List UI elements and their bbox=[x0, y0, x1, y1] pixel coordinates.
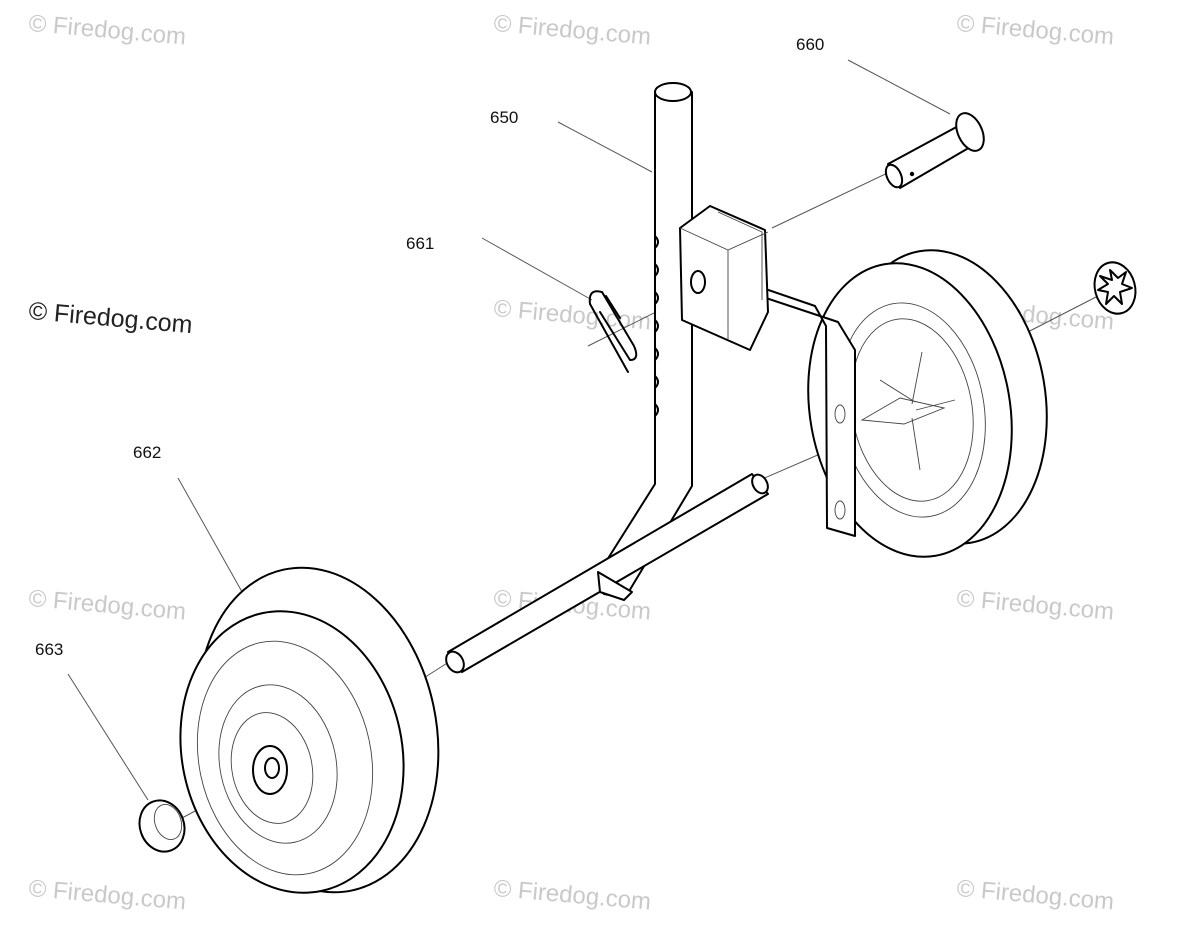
hair-pin-clip bbox=[588, 290, 638, 373]
clevis-pin bbox=[884, 112, 985, 189]
left-wheel bbox=[179, 566, 440, 894]
leader-662 bbox=[177, 477, 251, 607]
axis-line-cap-right bbox=[1019, 295, 1099, 337]
leader-661 bbox=[481, 237, 593, 301]
callout-660: 660 bbox=[796, 35, 825, 54]
right-hub-cap bbox=[1093, 261, 1137, 315]
leader-660 bbox=[847, 59, 951, 115]
callout-650: 650 bbox=[490, 108, 519, 127]
left-hub-cap bbox=[138, 799, 186, 853]
axis-line-axle-right bbox=[759, 453, 821, 481]
axle-bar bbox=[445, 473, 769, 674]
leader-650 bbox=[557, 121, 653, 173]
callout-663: 663 bbox=[35, 640, 64, 659]
axis-line-pin bbox=[771, 167, 899, 229]
mounting-bracket bbox=[679, 205, 769, 351]
callout-661: 661 bbox=[406, 234, 435, 253]
callout-662: 662 bbox=[133, 443, 162, 462]
leader-663 bbox=[67, 673, 149, 801]
right-wheel bbox=[807, 249, 1048, 558]
